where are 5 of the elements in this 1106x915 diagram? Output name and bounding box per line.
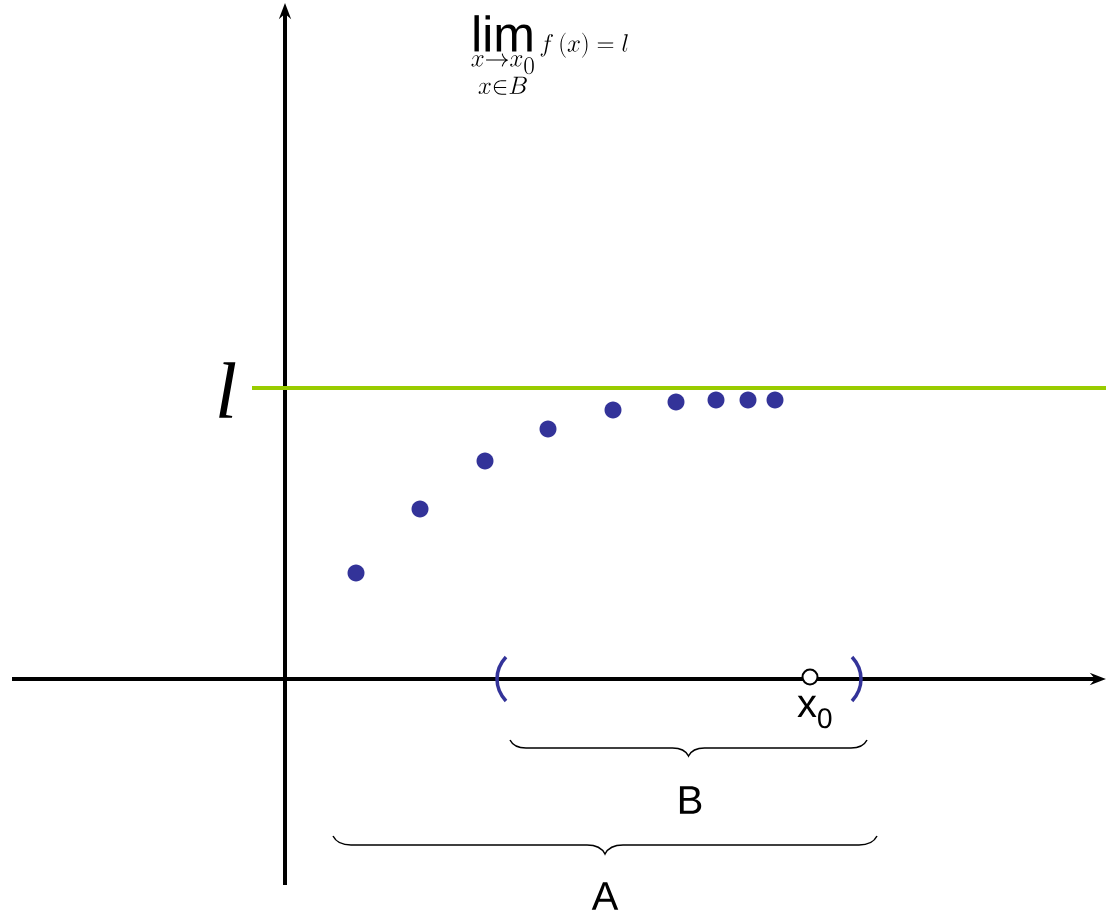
axis-label: x$_{0}$ bbox=[797, 695, 832, 729]
axis-label: l bbox=[219, 362, 236, 418]
formula-title: $\lim_{\substack{x\to x_0\\ x\in B}} f\,(x)=l$ bbox=[471, 15, 628, 95]
brace-label: B bbox=[679, 786, 702, 814]
brace-label: A bbox=[591, 882, 619, 910]
